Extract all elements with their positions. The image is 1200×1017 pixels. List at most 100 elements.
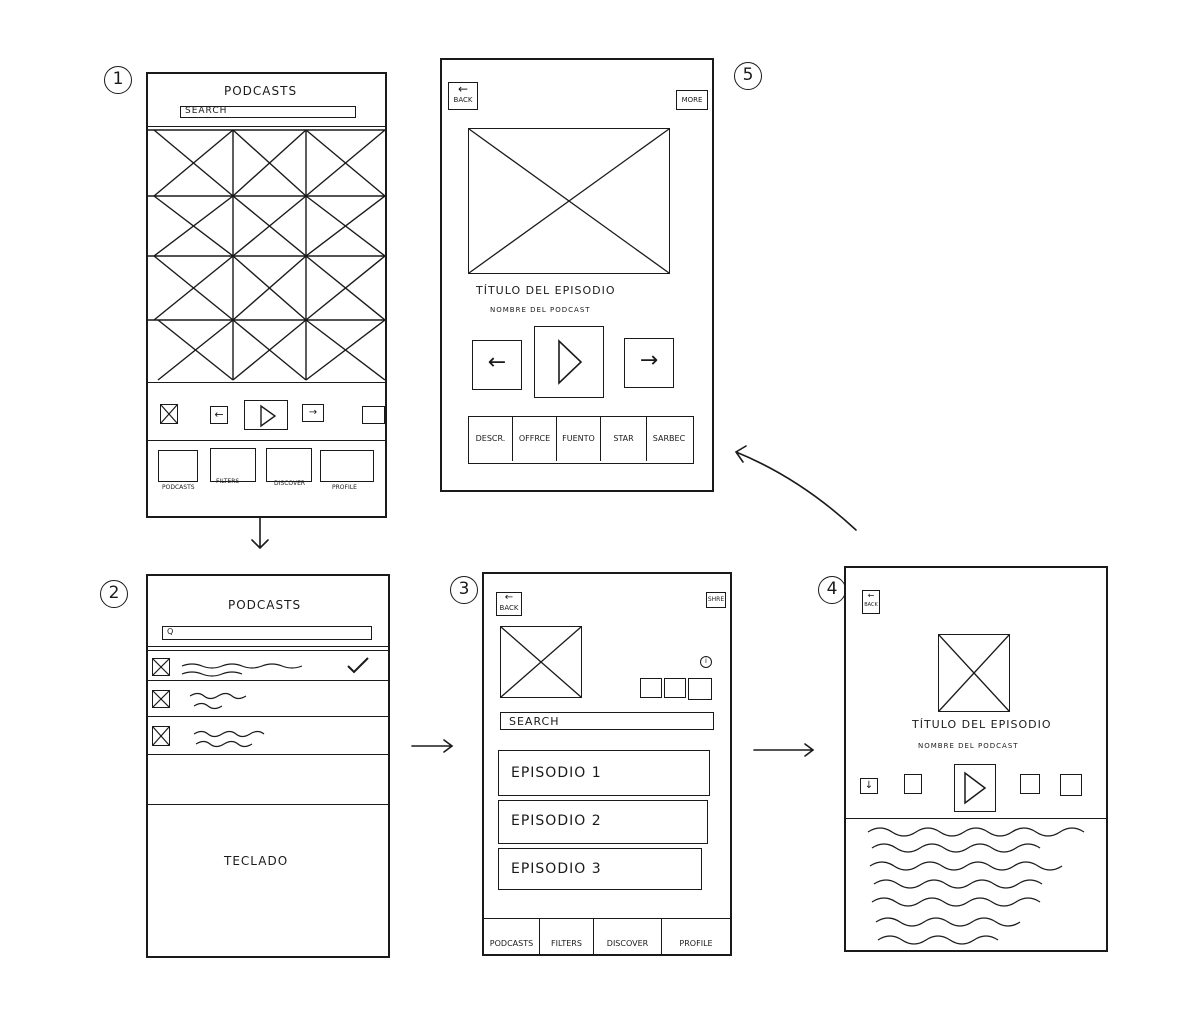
play-icon (558, 339, 583, 385)
tab-description[interactable]: DESCR. (469, 417, 513, 461)
prev-button[interactable]: ← (210, 406, 228, 424)
forward-button[interactable] (1020, 774, 1040, 794)
back-button[interactable]: ← BACK (862, 590, 880, 614)
description-text-scribble (867, 827, 1085, 945)
episode-item[interactable]: EPISODIO 2 (498, 800, 708, 844)
more-label: MORE (681, 96, 703, 104)
tab-label: OFFRCE (518, 434, 551, 443)
search-placeholder: SEARCH (185, 106, 228, 116)
search-input[interactable]: SEARCH (500, 712, 714, 730)
tab-fuento[interactable]: FUENTO (557, 417, 601, 461)
nav-label-filters: FILTERS (551, 939, 582, 948)
nav-filters[interactable] (210, 448, 256, 482)
screen-number: 4 (818, 576, 846, 604)
episode-artwork (468, 128, 670, 274)
tab-label: SARBEC (652, 434, 686, 443)
screen-number: 1 (104, 66, 132, 94)
action-button-3[interactable] (688, 678, 712, 700)
back-label: BACK (453, 96, 473, 104)
action-button-1[interactable] (640, 678, 662, 698)
screen2-title: PODCASTS (228, 598, 302, 612)
screen5-frame: ← BACK MORE TÍTULO DEL EPISODIO NOMBRE D… (440, 58, 714, 492)
result-text-scribble[interactable] (188, 688, 268, 714)
result-artwork (152, 690, 170, 708)
search-input[interactable]: SEARCH (180, 106, 356, 118)
nav-discover[interactable]: DISCOVER (594, 918, 662, 954)
episode-label: EPISODIO 2 (511, 813, 602, 829)
arrow-right-icon: → (639, 348, 659, 373)
back-button[interactable]: ← BACK (496, 592, 522, 616)
tab-bar: DESCR. OFFRCE FUENTO STAR SARBEC (468, 416, 694, 464)
screen2-frame: PODCASTS Q TECLADO (146, 574, 390, 958)
arrow-left-icon: ← (487, 350, 507, 375)
screen1-title: PODCASTS (224, 84, 298, 98)
episode-title: TÍTULO DEL EPISODIO (476, 284, 616, 297)
mini-player-artwork[interactable] (160, 404, 178, 424)
arrow-left-icon: ← (867, 591, 875, 600)
nav-label-discover: DISCOVER (274, 480, 306, 487)
nav-label-filters: FILTERS (216, 478, 240, 485)
arrow-left-icon: ← (504, 592, 514, 603)
play-button[interactable] (534, 326, 604, 398)
nav-profile[interactable]: PROFILE (662, 918, 730, 954)
screen-number: 2 (100, 580, 128, 608)
nav-label-profile: PROFILE (332, 484, 357, 491)
tab-label: DESCR. (475, 434, 506, 443)
result-text-scribble[interactable] (192, 726, 278, 752)
episode-artwork (938, 634, 1010, 712)
result-artwork (152, 726, 170, 746)
podcast-name: NOMBRE DEL PODCAST (918, 742, 1019, 750)
tab-star[interactable]: STAR (601, 417, 647, 461)
next-episode-button[interactable]: → (624, 338, 674, 388)
tab-offrce[interactable]: OFFRCE (513, 417, 557, 461)
keyboard-area-label: TECLADO (224, 854, 289, 868)
episode-title: TÍTULO DEL EPISODIO (912, 718, 1052, 731)
arrow-left-icon: ← (214, 408, 224, 421)
search-placeholder: Q (167, 627, 175, 636)
nav-podcasts[interactable] (158, 450, 198, 482)
episode-item[interactable]: EPISODIO 1 (498, 750, 710, 796)
arrow-right-icon: → (308, 407, 318, 418)
play-button[interactable] (954, 764, 996, 812)
back-label: BACK (499, 604, 519, 612)
result-artwork (152, 658, 170, 676)
screen4-frame: ← BACK TÍTULO DEL EPISODIO NOMBRE DEL PO… (844, 566, 1108, 952)
episode-label: EPISODIO 1 (511, 765, 602, 781)
nav-label-podcasts: PODCASTS (162, 484, 195, 491)
next-button[interactable]: → (302, 404, 324, 422)
share-button[interactable]: SHRE (706, 592, 726, 608)
rewind-button[interactable] (904, 774, 922, 794)
screen1-frame: PODCASTS SEARCH ← (146, 72, 387, 518)
play-button[interactable] (244, 400, 288, 430)
info-icon[interactable]: i (700, 656, 712, 668)
download-button[interactable]: ↓ (860, 778, 878, 794)
nav-discover[interactable] (266, 448, 312, 482)
podcast-grid[interactable] (148, 129, 386, 381)
check-icon (347, 657, 369, 674)
nav-filters[interactable]: FILTERS (540, 918, 594, 954)
tab-label: FUENTO (562, 434, 595, 443)
play-icon (964, 771, 987, 805)
download-icon: ↓ (864, 780, 874, 791)
more-button[interactable]: MORE (676, 90, 708, 110)
back-button[interactable]: ← BACK (448, 82, 478, 110)
result-text-scribble[interactable] (180, 660, 320, 680)
previous-episode-button[interactable]: ← (472, 340, 522, 390)
arrow-left-icon: ← (457, 82, 469, 96)
nav-podcasts[interactable]: PODCASTS (484, 918, 540, 954)
screen-number: 5 (734, 62, 762, 90)
share-label: SHRE (707, 596, 725, 603)
nav-label-discover: DISCOVER (606, 939, 649, 948)
nav-profile[interactable] (320, 450, 374, 482)
action-button-2[interactable] (664, 678, 686, 698)
queue-button[interactable] (362, 406, 385, 424)
search-input[interactable]: Q (162, 626, 372, 640)
more-button[interactable] (1060, 774, 1082, 796)
podcast-artwork (500, 626, 582, 698)
screen-number: 3 (450, 576, 478, 604)
search-placeholder: SEARCH (509, 715, 560, 728)
tab-label: STAR (613, 434, 634, 443)
tab-sarbec[interactable]: SARBEC (647, 417, 691, 461)
episode-item[interactable]: EPISODIO 3 (498, 848, 702, 890)
